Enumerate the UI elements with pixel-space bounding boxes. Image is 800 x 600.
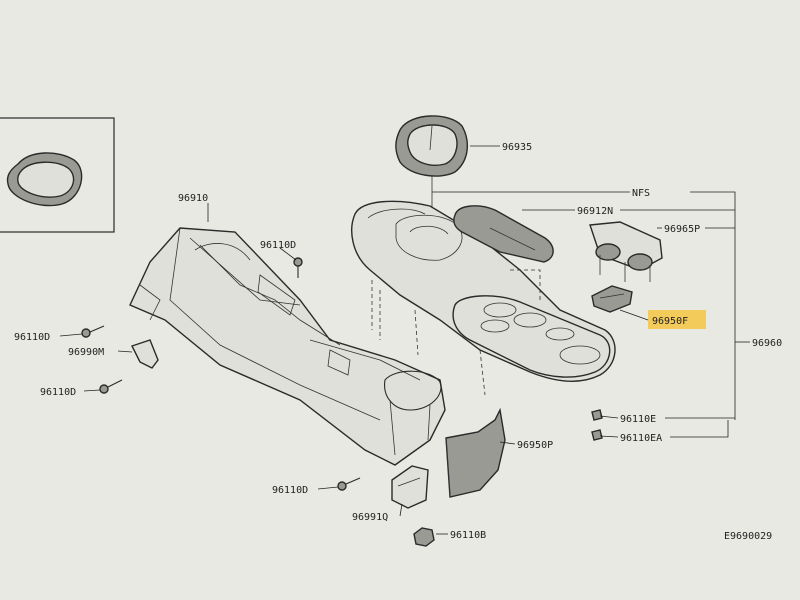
tray-part xyxy=(591,285,633,313)
callout-screw-left-lower: 96110D xyxy=(40,387,76,398)
callout-armrest-lid: 96912N xyxy=(577,206,613,217)
bracket-q-part xyxy=(391,465,429,509)
screw-bottom-part xyxy=(337,477,361,491)
drawing-code: E9690029 xyxy=(724,531,772,542)
callout-clip-ea: 96110EA xyxy=(620,433,662,444)
screw-left-lower-part xyxy=(99,379,123,394)
callout-shift-boot: 96935 xyxy=(502,142,532,153)
screw-left-upper-part xyxy=(81,325,105,338)
callout-screw-left-upper: 96110D xyxy=(14,332,50,343)
clip-ea-part xyxy=(591,429,603,441)
armrest-lid-part xyxy=(453,205,554,263)
shift-boot-part xyxy=(395,115,468,240)
cup-holder-part xyxy=(589,221,663,282)
callout-clip-e: 96110E xyxy=(620,414,656,425)
callout-screw-bottom: 96110D xyxy=(272,485,308,496)
rear-cover-part xyxy=(445,407,506,498)
bracket-m-part xyxy=(131,339,159,369)
callout-console-base: 96910 xyxy=(178,193,208,204)
nut-part xyxy=(413,527,435,547)
callout-highlighted-tray: 96950F xyxy=(652,316,688,327)
screw-top-part xyxy=(293,257,303,278)
callout-bracket-m: 96990M xyxy=(68,347,104,358)
console-base-part xyxy=(129,227,446,466)
console-middle-part xyxy=(452,295,611,378)
callout-screw-top: 96110D xyxy=(260,240,296,251)
clip-e-part xyxy=(591,409,603,421)
callout-console-assembly: 96960 xyxy=(752,338,782,349)
callout-nfs: NFS xyxy=(632,188,650,199)
inset-detail-box xyxy=(0,117,115,233)
highlight-marker xyxy=(648,310,706,329)
callout-nut: 96110B xyxy=(450,530,486,541)
leader-lines xyxy=(59,145,750,535)
callout-rear-cover: 96950P xyxy=(517,440,553,451)
callout-cup-holder: 96965P xyxy=(664,224,700,235)
callout-bracket-q: 96991Q xyxy=(352,512,388,523)
